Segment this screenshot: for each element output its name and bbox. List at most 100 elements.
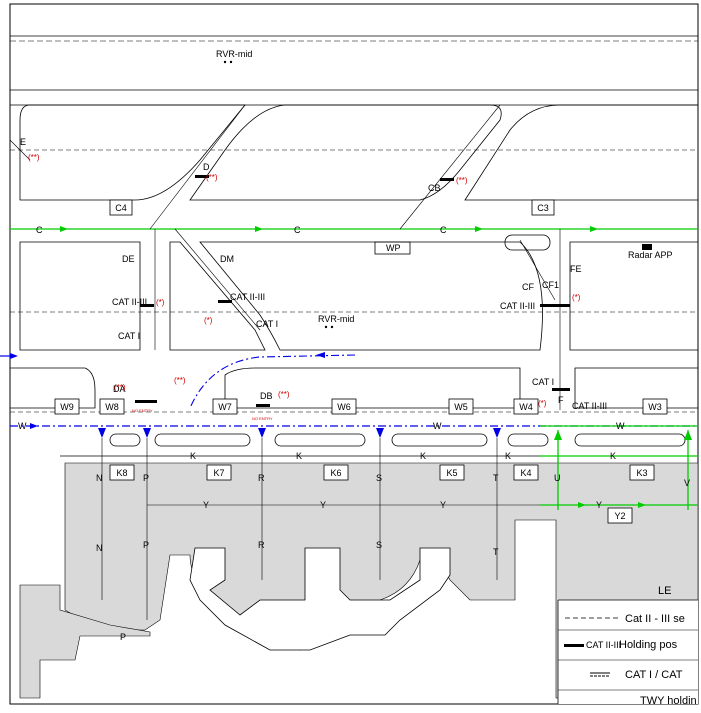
blue-route-curve <box>189 354 356 409</box>
taxi-t-label-2: T <box>493 547 499 557</box>
w-island-2 <box>224 367 521 409</box>
svg-text:K6: K6 <box>330 468 341 478</box>
holding-bar <box>552 388 570 391</box>
route-arrow <box>60 226 68 232</box>
apron-area-west <box>19 584 151 699</box>
taxi-r-label-2: R <box>258 540 265 550</box>
hold-annotations <box>135 175 570 407</box>
route-arrow <box>255 226 263 232</box>
taxi-k-label-2: K <box>296 451 302 461</box>
island-1 <box>19 104 246 201</box>
taxi-c-label-2: C <box>294 225 301 235</box>
svg-text:K4: K4 <box>520 468 531 478</box>
up-arrow <box>554 430 562 440</box>
cat23-label-4: CAT II-III <box>572 401 607 411</box>
taxi-fe-label: FE <box>570 264 582 274</box>
star-note-3: (*) <box>572 293 581 302</box>
legend: LE Cat II - III se CAT II-III Holding po… <box>557 585 698 707</box>
taxi-de-label: DE <box>122 254 135 264</box>
down-arrow <box>98 428 106 438</box>
down-arrow <box>143 428 151 438</box>
box-w5: W5 <box>448 398 474 415</box>
island-3 <box>464 104 699 201</box>
star-note: (*) <box>156 298 165 307</box>
box-w8: W8 <box>99 398 125 415</box>
taxi-p-label-2: P <box>143 540 149 550</box>
holding-bar <box>140 304 154 307</box>
island-4 <box>19 241 141 351</box>
svg-text:K7: K7 <box>213 468 224 478</box>
taxi-c-label: C <box>36 225 43 235</box>
box-w9: W9 <box>54 398 80 415</box>
box-k6: K6 <box>323 464 349 481</box>
connector-dm <box>174 228 261 331</box>
svg-text:W8: W8 <box>105 402 119 412</box>
svg-text:W5: W5 <box>454 402 468 412</box>
legend-title: LE <box>658 585 671 597</box>
rvr-dot <box>229 60 233 64</box>
double-star-note-4: (**) <box>114 383 126 392</box>
taxi-s-label-2: S <box>376 540 382 550</box>
svg-text:C3: C3 <box>537 203 549 213</box>
terminal-building <box>189 547 451 651</box>
taxi-k-label-3: K <box>420 451 426 461</box>
taxi-y-label-2: Y <box>320 500 326 510</box>
holding-bar <box>540 304 570 307</box>
box-w3: W3 <box>642 398 668 415</box>
box-w6: W6 <box>331 398 357 415</box>
taxi-r-label: R <box>258 473 265 483</box>
taxi-cf-label: CF <box>522 282 534 292</box>
taxi-cb-label: CB <box>428 183 441 193</box>
route-arrow <box>590 226 598 232</box>
taxi-n-label: N <box>96 473 103 483</box>
taxi-k-label-5: K <box>610 451 616 461</box>
island-6 <box>199 241 543 351</box>
route-arrow-blue <box>10 353 18 359</box>
taxi-u-label: U <box>554 473 561 483</box>
legend-row-2-text: Holding pos <box>619 639 678 651</box>
connector-cb <box>399 104 501 230</box>
double-star-note-5: (**) <box>174 376 186 385</box>
no-entry-label: NO ENTRY <box>132 408 153 413</box>
down-arrow <box>376 428 384 438</box>
taxi-d-label: D <box>203 162 210 172</box>
rvr-dot <box>223 60 227 64</box>
taxi-da-label: DA <box>113 384 126 394</box>
taxi-w-label: W <box>18 421 27 431</box>
box-k5: K5 <box>439 464 465 481</box>
up-arrow <box>684 430 692 440</box>
cf1-label: CF1 <box>542 280 559 290</box>
wp-label: WP <box>386 243 401 253</box>
holding-bar <box>195 175 209 178</box>
legend-row-1-text: Cat II - III se <box>625 613 685 625</box>
taxi-y-label-4: Y <box>596 500 602 510</box>
double-star-note-2: (**) <box>206 173 218 182</box>
connector-cf <box>519 239 556 301</box>
box-k8: K8 <box>109 464 135 481</box>
holding-bar <box>440 178 454 181</box>
taxi-w-label-3: W <box>616 421 625 431</box>
stand-oval <box>154 433 251 447</box>
route-arrow-blue <box>30 423 38 429</box>
island-7 <box>569 241 699 351</box>
box-c4: C4 <box>109 199 133 216</box>
w-island-3 <box>574 367 699 409</box>
svg-text:W7: W7 <box>218 402 232 412</box>
rvr-label-top: RVR-mid <box>216 49 252 59</box>
taxi-s-label: S <box>376 473 382 483</box>
taxi-t-label: T <box>493 473 499 483</box>
box-c3: C3 <box>531 199 555 216</box>
route-arrow-blue <box>316 352 325 358</box>
svg-text:K5: K5 <box>446 468 457 478</box>
box-k7: K7 <box>206 464 232 481</box>
svg-text:W3: W3 <box>648 402 662 412</box>
route-arrow <box>638 502 646 508</box>
double-star-note: (**) <box>28 153 40 162</box>
w-island-1 <box>9 367 96 409</box>
rvr-dot <box>330 325 334 329</box>
taxi-k-label-4: K <box>505 451 511 461</box>
taxi-y-label-3: Y <box>440 500 446 510</box>
legend-row-4-text: TWY holdin <box>640 695 697 707</box>
cat1-label-2: CAT I <box>256 319 278 329</box>
island-5 <box>169 241 266 351</box>
